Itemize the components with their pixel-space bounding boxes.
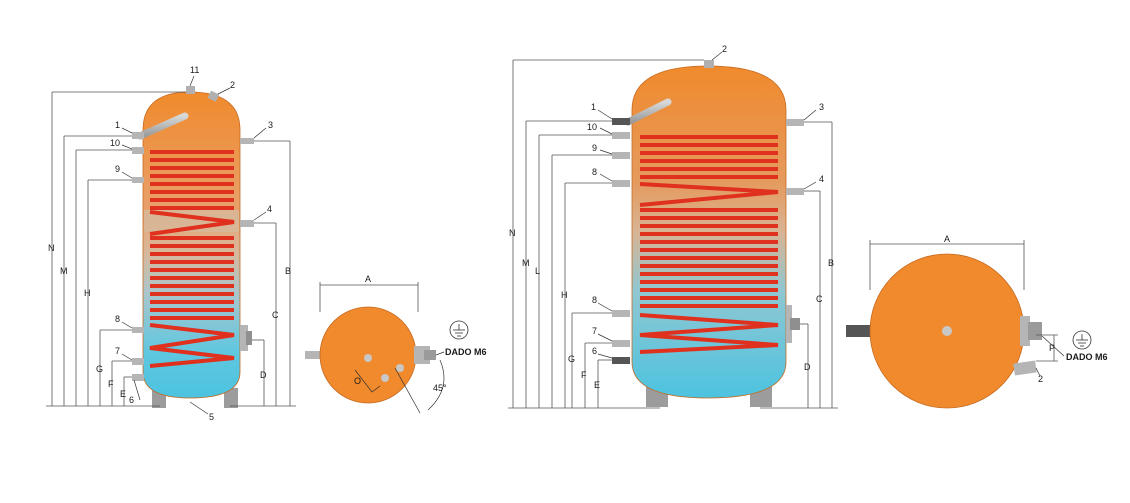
tank1-label-1: 1 [115, 120, 120, 130]
tank2-conn-9 [612, 152, 630, 159]
tank2-label-1: 1 [591, 102, 596, 112]
tank2-conn-3 [786, 119, 804, 126]
topview1-dim-a: A [365, 274, 371, 284]
tank1-dim-d: D [260, 370, 267, 380]
tank2-dim-l: L [535, 266, 540, 276]
tank-1: 11 2 1 3 10 9 4 8 7 6 5 N M H G F E B C … [46, 65, 296, 422]
tank2-conn-2 [704, 60, 714, 68]
tank2-label-10: 10 [587, 122, 597, 132]
ground-icon [1072, 330, 1092, 350]
tank1-dim-g: G [96, 364, 103, 374]
tank2-dim-m: M [522, 258, 530, 268]
tank2-label-3: 3 [819, 102, 824, 112]
top-view-1: A O 45° DADO M6 [305, 274, 487, 414]
topview2-label-2: 2 [1038, 374, 1043, 384]
tank1-conn-8 [132, 327, 144, 333]
tank1-coil-diagonal [149, 210, 235, 236]
tank1-label-10: 10 [110, 138, 120, 148]
tank1-leg-right [224, 388, 238, 408]
tank2-left-dims [508, 59, 704, 409]
topview2-dim-a: A [944, 234, 950, 244]
tank2-conn-8b [612, 310, 630, 317]
tank2-upper-coil [640, 135, 778, 179]
tank2-label-8-top: 8 [592, 167, 597, 177]
tank2-conn-10 [612, 132, 630, 139]
tank1-dim-b: B [285, 266, 291, 276]
tank2-conn-8a [612, 180, 630, 187]
tank1-label-2: 2 [230, 80, 235, 90]
tank2-label-2: 2 [722, 44, 727, 54]
topview2-center-fitting [942, 326, 952, 336]
tank1-dim-h: H [84, 288, 91, 298]
top-view-2: A P 2 DADO M6 [846, 234, 1108, 409]
tank1-label-6: 6 [129, 395, 134, 405]
tank2-dim-f: F [581, 370, 587, 380]
tank1-lower-coil [150, 236, 234, 320]
tank2-dim-d: D [804, 362, 811, 372]
tank1-left-dims [46, 91, 186, 407]
tank1-anode [136, 112, 189, 140]
tank1-label-5: 5 [209, 412, 214, 422]
tank1-label-11: 11 [190, 65, 199, 75]
tank1-dim-c: C [272, 310, 279, 320]
tank2-flange [786, 305, 792, 343]
tank-2: 2 1 10 9 8 3 4 8 7 6 N M L H G F E B C D [508, 44, 838, 409]
tank1-label-3: 3 [268, 120, 273, 130]
tank1-dim-n: N [48, 243, 55, 253]
tank1-conn-11 [186, 86, 195, 94]
tank2-dim-c: C [816, 294, 823, 304]
tank1-flange [240, 325, 248, 351]
tank1-conn-6 [132, 374, 144, 381]
tank2-label-4: 4 [819, 174, 824, 184]
topview2-conn-2 [1013, 360, 1037, 376]
tank1-conn-9 [132, 177, 144, 183]
tank2-conn-1 [612, 118, 630, 125]
tank1-conn-7 [132, 358, 144, 365]
tank1-right-dims [230, 140, 296, 407]
topview2-pipe-left [846, 325, 872, 337]
topview1-nut-label: DADO M6 [445, 347, 487, 357]
tank2-label-9: 9 [592, 143, 597, 153]
tank1-dim-m: M [60, 266, 68, 276]
topview1-fitting [381, 374, 389, 382]
topview2-dim-p: P [1049, 343, 1055, 353]
tank1-label-9: 9 [115, 164, 120, 174]
tank2-conn-4 [786, 188, 804, 195]
tank2-lower-coil [640, 208, 778, 308]
tank1-upper-coil [150, 150, 234, 210]
tank2-dim-b: B [828, 258, 834, 268]
topview1-angle: 45° [433, 383, 447, 393]
tank2-right-dims [760, 121, 838, 409]
tank2-conn-6 [612, 357, 630, 364]
tank1-dim-e: E [120, 389, 126, 399]
tank1-bottom-coil [149, 323, 235, 368]
tank2-conn-7 [612, 340, 630, 347]
tank2-bottom-coil [639, 313, 779, 354]
topview1-center-fitting [364, 354, 372, 362]
tank1-conn-2 [207, 90, 220, 102]
tank1-conn-10 [132, 147, 144, 154]
ground-icon [449, 320, 469, 340]
tank2-label-6: 6 [592, 346, 597, 356]
tank1-dim-f: F [108, 379, 114, 389]
tank1-conn-4 [240, 220, 254, 227]
topview2-flange [1020, 316, 1030, 346]
topview1-dim-o: O [354, 376, 361, 386]
tank1-label-4: 4 [267, 204, 272, 214]
topview2-nut-label: DADO M6 [1066, 352, 1108, 362]
tank2-dim-g: G [568, 354, 575, 364]
tank1-label-7: 7 [115, 346, 120, 356]
tank2-label-8-bottom: 8 [592, 295, 597, 305]
tank2-dim-n: N [509, 228, 516, 238]
tank2-label-7: 7 [592, 326, 597, 336]
tank1-conn-1 [132, 132, 144, 139]
tank2-dim-h: H [561, 290, 568, 300]
tank1-conn-3 [240, 138, 254, 144]
tank1-label-8: 8 [115, 314, 120, 324]
tank2-dim-e: E [594, 380, 600, 390]
topview1-pipe-left [305, 351, 323, 359]
tank2-anode [624, 98, 672, 126]
